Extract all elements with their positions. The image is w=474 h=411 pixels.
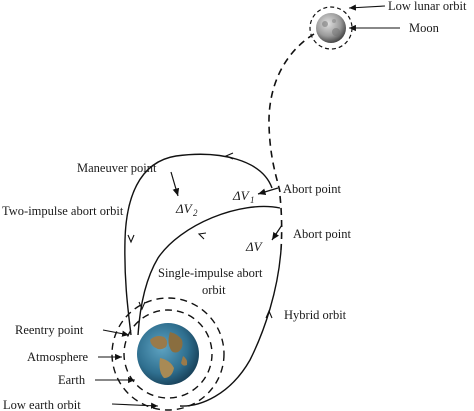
orbit-direction-arrow-4 xyxy=(138,301,146,311)
single-impulse-abort-orbit-label-line1: Single-impulse abort xyxy=(158,266,263,280)
delta-v1-subscript: 1 xyxy=(250,195,255,205)
low-earth-orbit-label: Low earth orbit xyxy=(3,398,81,411)
single-impulse-abort-orbit xyxy=(137,205,281,336)
atmosphere-ring xyxy=(123,309,213,399)
moon-label: Moon xyxy=(409,21,440,35)
single-impulse-abort-orbit-label-line2: orbit xyxy=(202,283,226,297)
orbit-direction-arrow-2 xyxy=(127,234,135,244)
delta-v-label: ΔV xyxy=(245,239,264,254)
delta-v-arrow xyxy=(271,224,283,241)
low-lunar-orbit-pointer xyxy=(348,4,386,11)
orbit-direction-arrow-5 xyxy=(265,309,273,319)
abort-point-lower-label: Abort point xyxy=(293,227,352,241)
delta-v2-subscript: 2 xyxy=(193,208,198,218)
hybrid-orbit-dashed xyxy=(279,195,283,251)
low-earth-orbit-pointer xyxy=(111,402,159,409)
delta-v1-label: ΔV xyxy=(232,188,251,203)
reentry-point-label: Reentry point xyxy=(15,323,84,337)
hybrid-orbit xyxy=(179,249,282,407)
moon-icon xyxy=(316,13,346,43)
atmosphere-label: Atmosphere xyxy=(27,350,89,364)
earth-label: Earth xyxy=(58,373,86,387)
two-impulse-abort-orbit-label: Two-impulse abort orbit xyxy=(2,204,124,218)
abort-point-upper-label: Abort point xyxy=(283,182,342,196)
low-earth-orbit-ring xyxy=(111,297,225,411)
delta-v1-arrow xyxy=(257,187,279,196)
moon xyxy=(309,6,353,50)
reentry-point-pointer xyxy=(102,329,130,337)
orbit-direction-arrow-3 xyxy=(197,232,207,240)
maneuver-point-label: Maneuver point xyxy=(77,161,157,175)
two-impulse-abort-orbit xyxy=(124,153,273,336)
delta-v2-label: ΔV xyxy=(175,201,194,216)
hybrid-orbit-label: Hybrid orbit xyxy=(284,308,347,322)
transfer-trajectory xyxy=(268,33,315,193)
orbit-direction-arrow-1 xyxy=(224,152,234,160)
earth xyxy=(111,297,225,411)
low-lunar-orbit-label: Low lunar orbit xyxy=(388,0,467,13)
delta-v2-arrow xyxy=(170,171,180,197)
